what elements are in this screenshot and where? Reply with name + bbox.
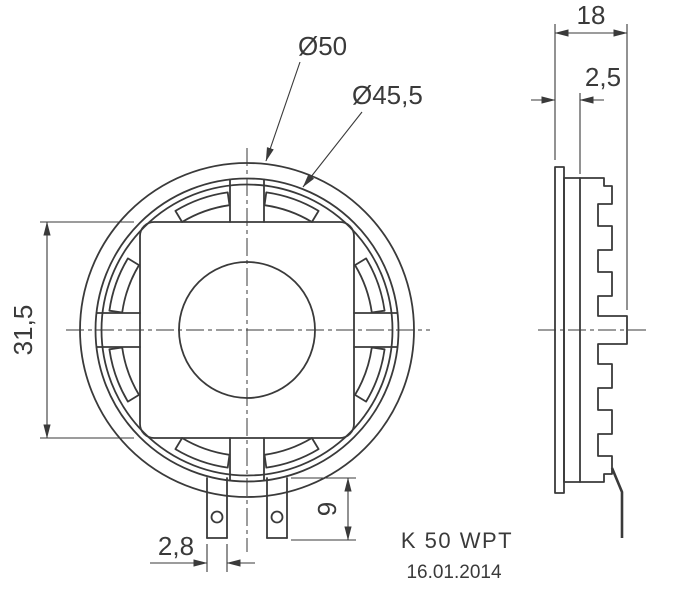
- vent-slot: [174, 437, 231, 469]
- vent-slot: [108, 257, 140, 314]
- part-number: K 50 WPT: [401, 528, 513, 553]
- vent-slot: [108, 346, 140, 403]
- outer-flange-circle: [79, 162, 415, 498]
- dim-inner-diameter: Ø45,5: [352, 80, 423, 110]
- left-pin-hole: [210, 510, 224, 524]
- vent-slot: [263, 191, 320, 223]
- front-view: [79, 162, 415, 539]
- vent-slot: [354, 257, 386, 314]
- dim-pin-width: 2,8: [158, 531, 194, 561]
- title-block: K 50 WPT 16.01.2014: [401, 528, 513, 583]
- drawing-date: 16.01.2014: [406, 562, 502, 583]
- solder-pins: [206, 477, 288, 539]
- right-solder-pin: [266, 477, 288, 539]
- centerlines: [66, 148, 650, 552]
- dimensions: Ø50 Ø45,5 31,5 2,8 9 18 2,5: [8, 0, 628, 572]
- left-solder-pin: [206, 477, 228, 539]
- dim-flange-thickness: 2,5: [585, 62, 621, 92]
- vent-slot: [174, 191, 231, 223]
- side-view: [554, 166, 628, 538]
- rim-circle: [100, 183, 394, 477]
- basket-spokes: [95, 178, 399, 482]
- magnet-frame: [139, 221, 355, 439]
- right-pin-hole: [270, 510, 284, 524]
- leader-outer-diameter: [265, 61, 301, 162]
- vent-slot: [263, 437, 320, 469]
- dim-pin-length: 9: [312, 502, 342, 516]
- dim-frame-height: 31,5: [8, 305, 38, 356]
- terminal-wire: [610, 467, 624, 538]
- mounting-circle: [94, 177, 400, 483]
- vent-slot: [354, 346, 386, 403]
- leader-inner-diameter: [302, 111, 363, 188]
- cone-opening-circle: [178, 261, 316, 399]
- dim-total-depth: 18: [577, 0, 606, 30]
- basket-profile: [563, 177, 628, 483]
- dim-outer-diameter: Ø50: [298, 31, 347, 61]
